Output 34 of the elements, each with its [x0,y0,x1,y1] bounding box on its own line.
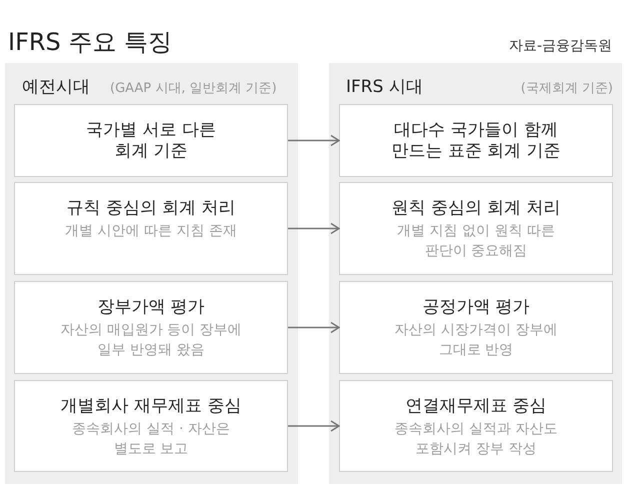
era-panel [5,63,298,484]
panel-subheading: (GAAP 시대, 일반회계 기준) [110,80,277,98]
feature-card [339,281,613,374]
card-description: 개별 시안에 따른 지침 존재 [65,222,237,241]
era-panel [329,63,622,484]
title: IFRS 주요 특징 [8,27,172,58]
panel-heading: IFRS 시대 [346,76,423,99]
card-description: 종속회사의 실적과 자산도 포함시켜 장부 작성 [394,420,558,459]
feature-card [14,182,288,275]
arrow [288,134,340,146]
panel-subheading: (국제회계 기준) [520,80,613,98]
card-description: 종속회사의 실적 · 자산은 별도로 보고 [71,420,231,459]
feature-card [339,104,613,177]
card-description: 자산의 매입원가 등이 장부에 일부 반영돼 왔음 [59,321,243,360]
card-heading: 국가별 서로 다른 회계 기준 [85,120,217,162]
feature-card [339,182,613,275]
arrow [288,322,340,334]
card-heading: 규칙 중심의 회계 처리 [66,198,236,219]
card-description: 자산의 시장가격이 장부에 그대로 반영 [394,321,558,360]
card-heading: 대다수 국가들이 함께 만드는 표준 회계 기준 [390,120,562,162]
card-heading: 공정가액 평가 [422,297,530,318]
feature-card [339,380,613,472]
feature-card [14,281,288,374]
card-heading: 장부가액 평가 [97,297,205,318]
feature-card [14,380,288,472]
card-heading: 원칙 중심의 회계 처리 [391,198,561,219]
card-description: 개별 지침 없이 원칙 따른 판단이 중요해짐 [396,222,556,261]
card-heading: 개별회사 재무제표 중심 [60,396,242,417]
card-heading: 연결재무제표 중심 [405,396,547,417]
source-note: 자료-금융감독원 [508,37,612,56]
panel-heading: 예전시대 [22,76,90,99]
arrow [288,222,340,234]
feature-card [14,104,288,177]
arrow [288,420,340,432]
